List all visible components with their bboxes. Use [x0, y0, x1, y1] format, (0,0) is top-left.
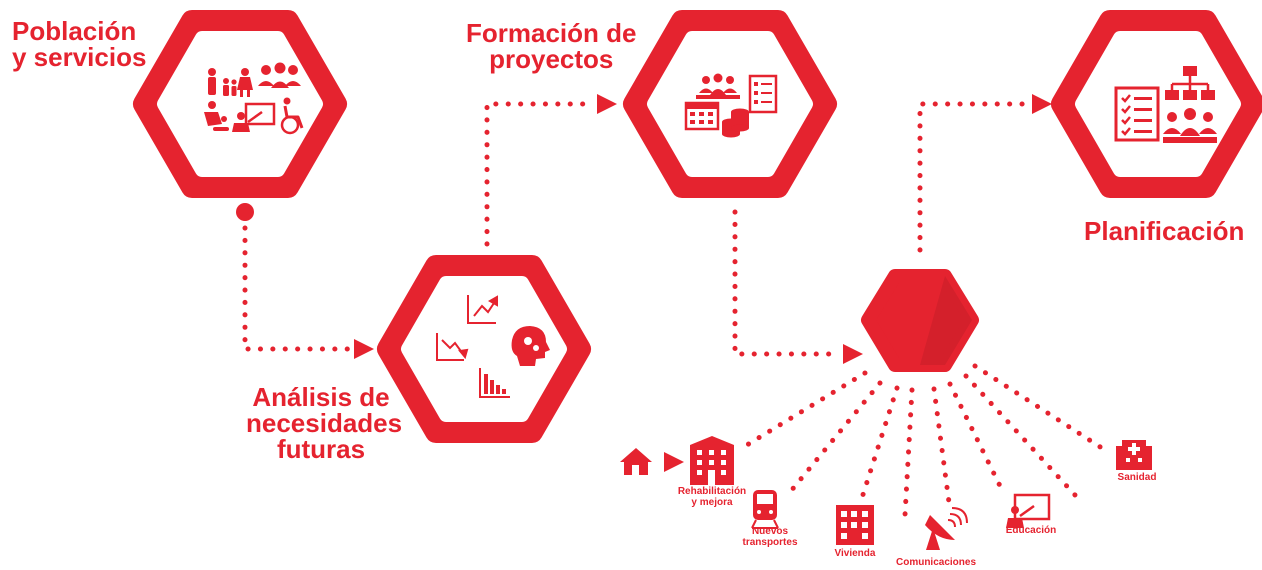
poblacion-icons — [204, 62, 304, 135]
trend-down-icon — [436, 333, 469, 361]
blackboard-icon — [1006, 493, 1051, 528]
arrow-planificacion — [1032, 94, 1052, 114]
connector-poblacion-analisis — [242, 225, 353, 352]
label-transportes-line2: transportes — [742, 536, 798, 548]
analisis-icons — [436, 295, 550, 398]
audience-icon — [1163, 108, 1217, 143]
label-rehabilitacion: Rehabilitación y mejora — [672, 486, 752, 508]
label-planificacion-line1: Planificación — [1084, 216, 1245, 246]
satellite-dish-icon — [925, 507, 968, 550]
outcome-icons — [620, 436, 1152, 550]
hex-analisis — [388, 266, 580, 432]
spoke-rehabilitacion — [739, 370, 868, 451]
label-poblacion: Población y servicios — [12, 18, 146, 70]
spoke-educacion-2 — [963, 373, 1078, 498]
connector-hub-planificacion — [917, 101, 1033, 253]
hospital-icon — [1116, 440, 1152, 470]
label-rehabilitacion-line2: y mejora — [691, 496, 733, 508]
checklist-icon — [748, 74, 778, 114]
coins-icon — [722, 108, 749, 138]
spoke-vivienda-2 — [902, 387, 915, 518]
connectors — [242, 101, 1111, 518]
spoke-educacion — [947, 381, 1005, 493]
bar-decline-icon — [479, 368, 510, 398]
family-icon — [208, 68, 253, 97]
group-icon — [258, 62, 301, 88]
label-poblacion-line2: y servicios — [12, 42, 147, 72]
apartment-icon — [836, 505, 874, 545]
label-vivienda: Vivienda — [834, 548, 876, 559]
wheelchair-icon — [280, 97, 304, 135]
label-planificacion: Planificación — [1084, 218, 1244, 244]
calendar-icon — [684, 101, 720, 131]
label-analisis-line1: Análisis de — [252, 382, 390, 412]
label-rehabilitacion-line1: Rehabilitación — [677, 486, 747, 497]
planificacion-icons — [1114, 66, 1217, 143]
org-chart-icon — [1165, 66, 1215, 100]
team-icon — [696, 73, 740, 99]
clipboard-checklist-icon — [1114, 86, 1160, 142]
hub-shade — [920, 276, 972, 365]
spoke-vivienda — [857, 385, 900, 507]
arrow-analisis — [354, 339, 374, 359]
label-transportes-line1: Nuevos — [751, 526, 789, 537]
connector-formacion-hub — [732, 209, 843, 357]
label-analisis: Análisis de necesidades futuras — [246, 382, 403, 464]
start-dot — [236, 203, 254, 221]
label-educacion: Educación — [1005, 525, 1057, 536]
building-icon — [690, 436, 734, 485]
spoke-transportes — [783, 380, 883, 500]
connector-analisis-formacion — [484, 101, 595, 247]
house-icon — [620, 448, 652, 475]
label-formacion-line1: Formación de — [466, 18, 637, 48]
spoke-sanidad — [972, 363, 1111, 455]
train-icon — [751, 490, 779, 529]
label-formacion-line2: proyectos — [489, 44, 614, 74]
arrow-formacion — [597, 94, 617, 114]
childcare-icon — [204, 101, 229, 131]
teacher-icon — [232, 102, 276, 132]
spoke-comunicaciones — [931, 386, 953, 513]
arrow-hub — [843, 344, 863, 364]
label-comunicaciones: Comunicaciones — [895, 557, 977, 568]
label-poblacion-line1: Población — [12, 16, 137, 46]
brain-gears-icon — [511, 326, 550, 366]
arrow-rehabilitacion — [664, 452, 684, 472]
arrowheads — [354, 94, 1052, 472]
trend-up-icon — [467, 295, 498, 324]
label-sanidad: Sanidad — [1117, 472, 1157, 483]
formacion-icons — [684, 73, 778, 138]
label-analisis-line2: necesidades — [246, 408, 403, 438]
label-formacion: Formación de proyectos — [466, 20, 636, 72]
hex-poblacion — [144, 21, 336, 187]
hex-formacion — [634, 21, 826, 187]
label-analisis-line3: futuras — [276, 434, 366, 464]
label-transportes: Nuevos transportes — [730, 526, 810, 548]
